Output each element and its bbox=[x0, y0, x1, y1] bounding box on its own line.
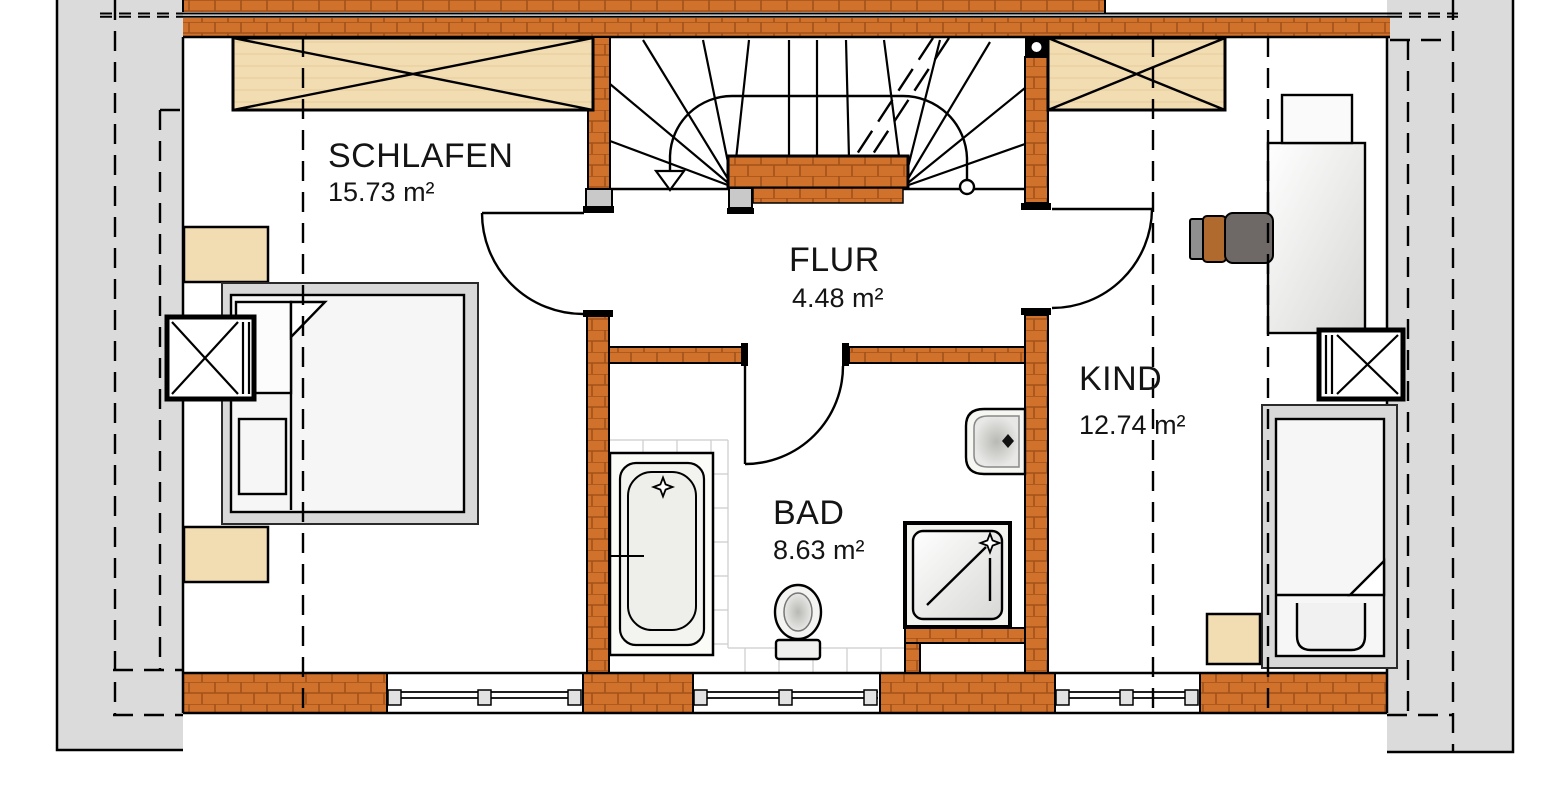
shower-duct-wall bbox=[904, 627, 1026, 674]
bathtub bbox=[608, 451, 715, 657]
door-kind bbox=[1051, 207, 1154, 310]
roof-overhang-left bbox=[55, 0, 183, 752]
headroom-dashed-line bbox=[853, 37, 951, 158]
radiator-right bbox=[1316, 327, 1406, 402]
room-label-flur: FLUR bbox=[789, 241, 880, 279]
window-mullion bbox=[1119, 689, 1134, 706]
window-mullion bbox=[477, 689, 492, 706]
roof-overhang-right bbox=[1387, 0, 1515, 754]
shower-head-icon bbox=[977, 530, 1003, 556]
roof-projection-dashed-lines bbox=[113, 0, 1455, 752]
single-bed bbox=[1261, 404, 1398, 669]
radiator-left bbox=[164, 314, 257, 402]
room-area-kind: 12.74 m² bbox=[1079, 410, 1186, 440]
double-bed bbox=[221, 282, 479, 525]
nightstand bbox=[1205, 612, 1262, 666]
room-area-flur: 4.48 m² bbox=[792, 283, 884, 313]
window-mullion bbox=[1055, 689, 1070, 706]
desk bbox=[1266, 141, 1367, 335]
sink bbox=[964, 407, 1027, 476]
staircase bbox=[583, 36, 1051, 214]
room-area-schlafen: 15.73 m² bbox=[328, 177, 435, 207]
room-label-bad: BAD bbox=[773, 494, 845, 532]
tub-faucet-icon bbox=[650, 474, 676, 500]
stair-walkline bbox=[668, 94, 969, 183]
room-area-bad: 8.63 m² bbox=[773, 535, 865, 565]
stair-landing-block bbox=[726, 154, 910, 190]
window-mullion bbox=[387, 689, 402, 706]
window-mullion bbox=[567, 689, 582, 706]
pillow bbox=[1295, 603, 1367, 652]
windows-bottom bbox=[387, 689, 1199, 706]
shower bbox=[903, 521, 1012, 629]
lintel-right bbox=[1046, 36, 1227, 112]
stair-walkline-start bbox=[958, 178, 976, 196]
partition-walls bbox=[583, 308, 1051, 674]
stair-pier-left bbox=[583, 36, 614, 213]
door-bad bbox=[743, 365, 845, 466]
stair-pier-right bbox=[1021, 37, 1051, 210]
door-schlafen bbox=[480, 211, 584, 316]
stair-down-arrow-icon bbox=[653, 169, 687, 192]
sink-faucet-icon bbox=[1002, 434, 1014, 448]
window-mullion bbox=[863, 689, 878, 706]
desk-chair bbox=[1189, 212, 1274, 264]
toilet bbox=[773, 583, 823, 661]
room-label-kind: KIND bbox=[1079, 360, 1163, 398]
room-label-schlafen: SCHLAFEN bbox=[328, 137, 514, 175]
lintel-left bbox=[231, 36, 595, 112]
exterior-wall-top bbox=[100, 0, 1458, 39]
nightstand bbox=[182, 225, 270, 284]
blanket-fold bbox=[1347, 558, 1386, 597]
window-mullion bbox=[693, 689, 708, 706]
blanket-fold bbox=[289, 300, 328, 340]
window-mullion bbox=[1184, 689, 1199, 706]
window-mullion bbox=[778, 689, 793, 706]
nightstand bbox=[182, 525, 270, 584]
desk-shelf bbox=[1280, 93, 1354, 145]
